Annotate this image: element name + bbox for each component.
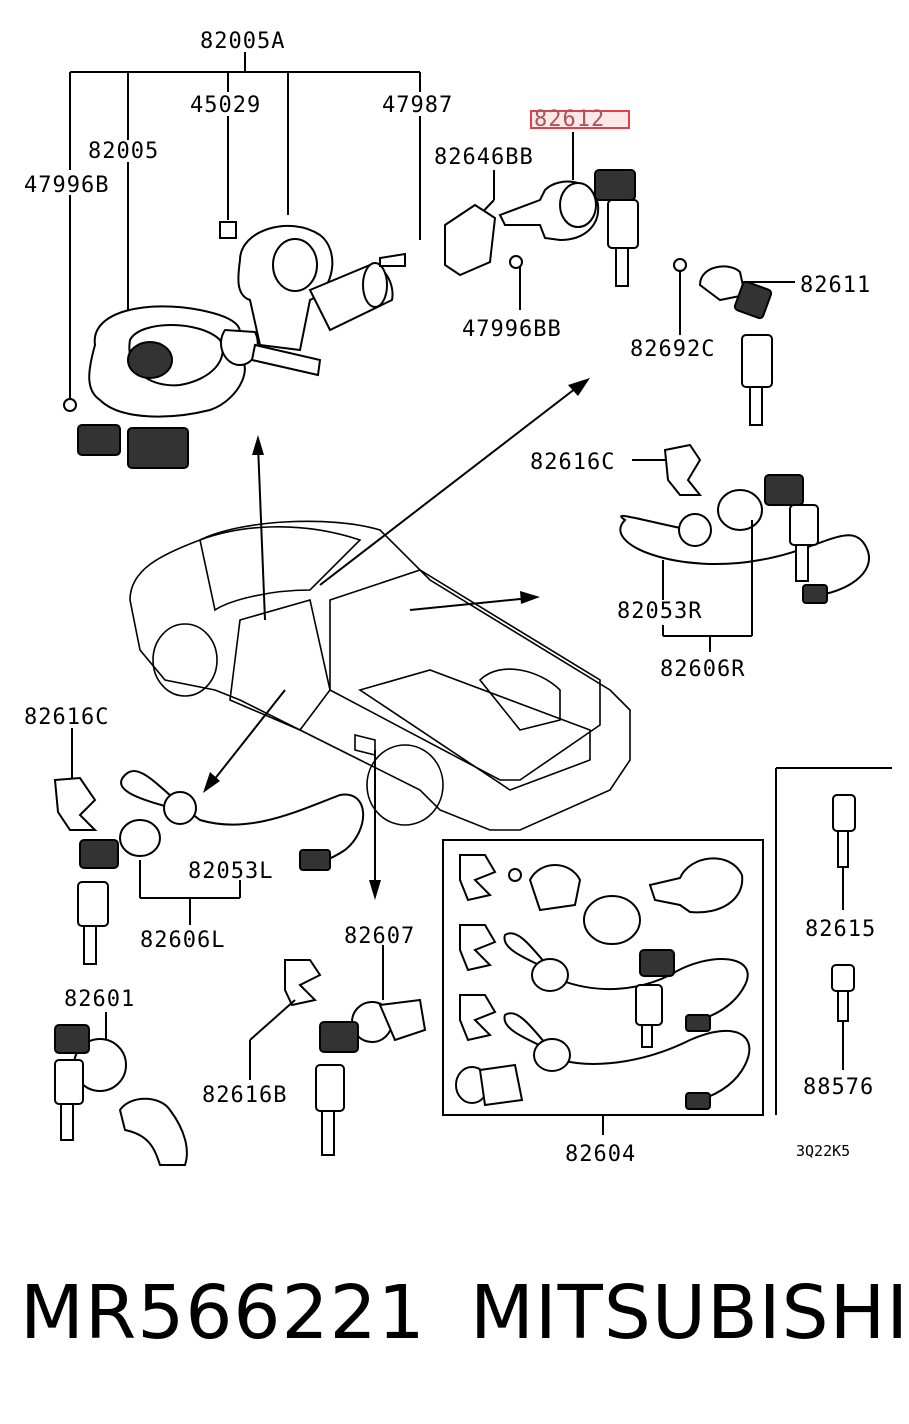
label-82601: 82601 — [64, 987, 135, 1012]
tailgate-lock — [249, 945, 427, 1156]
label-82053R: 82053R — [617, 599, 702, 624]
lock-cylinder-82612 — [444, 110, 795, 426]
label-47987: 47987 — [382, 93, 453, 118]
leader-lines-82005A — [69, 52, 421, 400]
parts-diagram: 82005A 45029 47987 82005 47996B 82612 82… — [24, 29, 892, 1167]
label-82612: 82612 — [534, 107, 605, 132]
part-number: MR566221 — [20, 1270, 426, 1356]
label-82616C-right: 82616C — [530, 450, 615, 475]
label-82606L: 82606L — [140, 928, 225, 953]
label-47996B: 47996B — [24, 173, 109, 198]
label-82615: 82615 — [805, 917, 876, 942]
label-45029: 45029 — [190, 93, 261, 118]
footer: MR566221 MITSUBISHI — [0, 1250, 909, 1370]
label-82053L: 82053L — [188, 859, 273, 884]
pointer-arrows — [203, 378, 590, 900]
label-diagram-code: 3Q22K5 — [796, 1142, 850, 1160]
pickup-truck-outline — [129, 520, 631, 831]
brand-name: MITSUBISHI — [470, 1270, 909, 1356]
keys-panel — [775, 767, 892, 1115]
label-82604: 82604 — [565, 1142, 636, 1167]
label-82611: 82611 — [800, 273, 871, 298]
label-88576: 88576 — [803, 1075, 874, 1100]
label-82606R: 82606R — [660, 657, 745, 682]
lock-set-box — [442, 839, 764, 1135]
label-82005: 82005 — [88, 139, 159, 164]
fuel-lid-lock — [54, 1012, 188, 1166]
label-82692C: 82692C — [630, 337, 715, 362]
part-labels: 82005A 45029 47987 82005 47996B 82612 82… — [24, 29, 876, 1167]
right-door-lock — [619, 443, 870, 652]
label-82005A: 82005A — [200, 29, 285, 54]
label-82616C-left: 82616C — [24, 705, 109, 730]
label-82607: 82607 — [344, 924, 415, 949]
label-47996BB: 47996BB — [462, 317, 562, 342]
label-82646BB: 82646BB — [434, 145, 534, 170]
label-82616B: 82616B — [202, 1083, 287, 1108]
left-door-lock — [53, 728, 365, 965]
ignition-switch-assembly — [63, 221, 406, 469]
